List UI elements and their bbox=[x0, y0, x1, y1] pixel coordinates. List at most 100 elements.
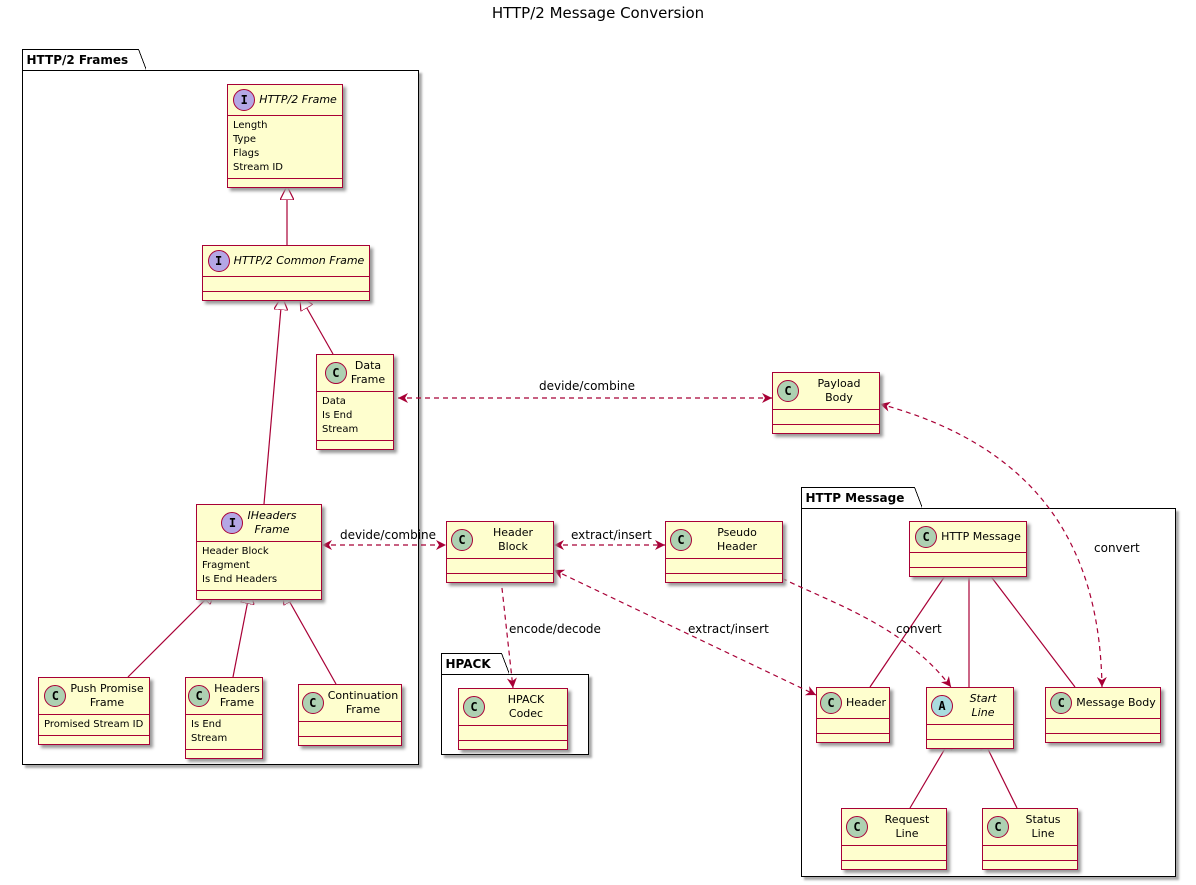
class-attributes bbox=[459, 726, 567, 741]
diagram-title: HTTP/2 Message Conversion bbox=[491, 4, 705, 22]
class-attributes bbox=[299, 722, 401, 737]
class-methods bbox=[186, 750, 262, 758]
class-badge-icon: C bbox=[324, 362, 347, 384]
class-name: HTTP/2 Common Frame bbox=[233, 254, 365, 267]
class-methods bbox=[817, 734, 889, 742]
interface-badge-icon: I bbox=[233, 89, 256, 111]
edge-message-body bbox=[985, 569, 1076, 688]
edge-payload-body bbox=[879, 401, 1107, 688]
class-start-line: A Start Line bbox=[926, 687, 1014, 749]
class-methods bbox=[39, 736, 149, 744]
class-attributes bbox=[983, 846, 1077, 861]
class-attributes: Length Type Flags Stream ID bbox=[228, 116, 342, 179]
label-iheaders-block: devide/combine bbox=[340, 528, 437, 542]
class-attributes bbox=[927, 725, 1013, 740]
class-attributes bbox=[842, 846, 946, 861]
class-name: HTTP Message bbox=[941, 530, 1021, 543]
class-badge-icon: C bbox=[301, 692, 324, 714]
attribute: Type bbox=[233, 134, 256, 145]
class-badge-icon: C bbox=[915, 526, 938, 548]
class-methods bbox=[1046, 734, 1160, 742]
class-name: Pseudo Header bbox=[716, 526, 758, 553]
class-name: Continuation Frame bbox=[327, 689, 399, 716]
class-methods bbox=[842, 861, 946, 869]
class-attributes bbox=[817, 719, 889, 734]
attribute: Header Block Fragment bbox=[202, 546, 269, 571]
edge-iheaders-to-common bbox=[263, 296, 282, 505]
package-label: HTTP/2 Frames bbox=[21, 48, 146, 70]
class-name: Start Line bbox=[969, 692, 997, 719]
class-badge-icon: C bbox=[777, 380, 799, 402]
class-payload-body: C Payload Body bbox=[772, 372, 880, 434]
class-badge-icon: C bbox=[463, 696, 485, 718]
class-methods bbox=[317, 441, 393, 449]
class-badge-icon: C bbox=[987, 816, 1009, 838]
class-attributes bbox=[1046, 719, 1160, 734]
class-name: IHeaders Frame bbox=[247, 509, 297, 536]
label-block-codec: encode/decode bbox=[509, 622, 601, 636]
label-data-payload: devide/combine bbox=[539, 379, 636, 393]
class-attributes bbox=[773, 410, 879, 425]
class-name: HTTP/2 Frame bbox=[259, 93, 337, 106]
class-name: Push Promise Frame bbox=[70, 682, 144, 709]
class-badge-icon: C bbox=[819, 692, 842, 714]
class-name: HPACK Codec bbox=[507, 693, 545, 720]
edge-data-to-common bbox=[300, 296, 334, 355]
class-badge-icon: C bbox=[846, 816, 868, 838]
label-pseudo-start: convert bbox=[896, 622, 942, 636]
edge-block-header bbox=[553, 569, 817, 696]
attribute: Flags bbox=[233, 148, 260, 159]
class-name: Request Line bbox=[884, 813, 930, 840]
class-badge-icon: C bbox=[44, 685, 67, 707]
class-name: Status Line bbox=[1025, 813, 1061, 840]
attribute: Data bbox=[322, 396, 346, 407]
class-methods bbox=[927, 740, 1013, 748]
class-attributes: Data Is End Stream bbox=[317, 392, 393, 441]
class-methods bbox=[299, 737, 401, 745]
attribute: Stream ID bbox=[233, 162, 284, 173]
class-status-line: C Status Line bbox=[982, 808, 1078, 870]
class-badge-icon: C bbox=[451, 529, 473, 551]
class-methods bbox=[228, 179, 342, 187]
class-name: Payload Body bbox=[817, 377, 861, 404]
edge-continuation-to-iheaders bbox=[283, 590, 337, 685]
class-methods bbox=[910, 568, 1026, 576]
class-attributes bbox=[447, 559, 553, 574]
class-attributes: Promised Stream ID bbox=[39, 715, 149, 736]
class-methods bbox=[773, 425, 879, 433]
class-name: Headers Frame bbox=[214, 682, 260, 709]
class-attributes: Header Block Fragment Is End Headers bbox=[197, 542, 321, 591]
class-methods bbox=[447, 574, 553, 582]
attribute: Length bbox=[233, 120, 268, 131]
class-methods bbox=[197, 591, 321, 599]
class-badge-icon: C bbox=[1050, 692, 1073, 714]
class-attributes bbox=[666, 559, 782, 574]
class-name: Header bbox=[845, 696, 887, 709]
class-header-block: C Header Block bbox=[446, 521, 554, 583]
abstract-badge-icon: A bbox=[931, 695, 953, 717]
class-attributes bbox=[203, 277, 369, 292]
class-name: Header Block bbox=[492, 526, 534, 553]
class-request-line: C Request Line bbox=[841, 808, 947, 870]
class-name: Message Body bbox=[1076, 696, 1156, 709]
class-name: Data Frame bbox=[350, 359, 386, 386]
interface-badge-icon: I bbox=[221, 512, 244, 534]
class-attributes: Is End Stream bbox=[186, 715, 262, 750]
class-methods bbox=[983, 861, 1077, 869]
class-methods bbox=[459, 741, 567, 749]
attribute: Promised Stream ID bbox=[44, 719, 144, 730]
attribute: Is End Stream bbox=[322, 410, 359, 435]
label-block-header: extract/insert bbox=[688, 622, 769, 636]
class-methods bbox=[203, 292, 369, 300]
